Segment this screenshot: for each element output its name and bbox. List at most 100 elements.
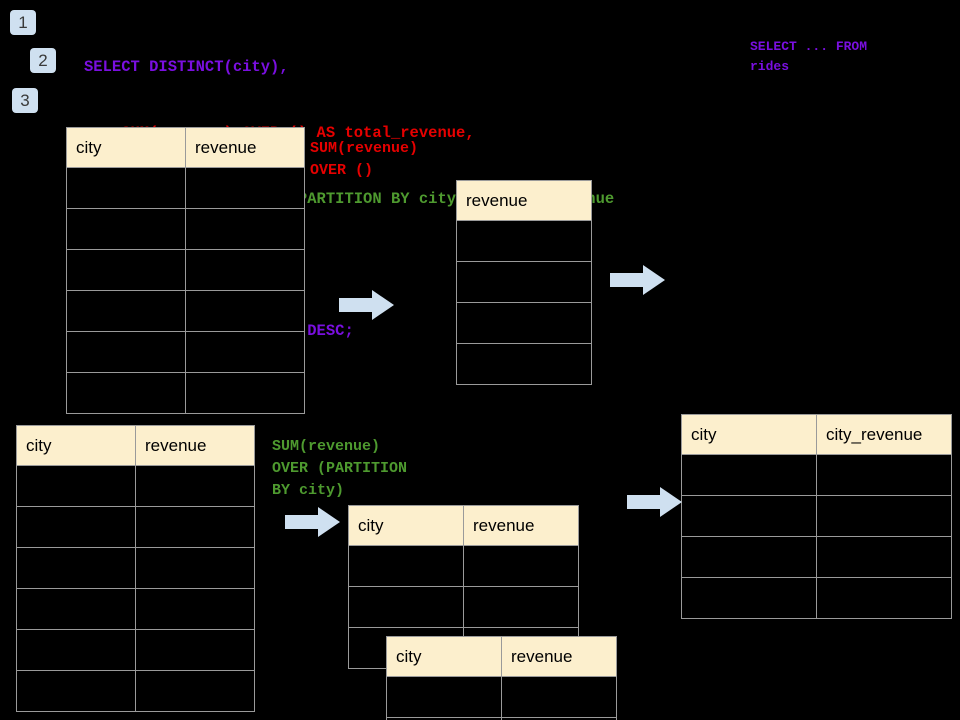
table-header-row: city revenue [386, 636, 617, 677]
table-cell [816, 536, 952, 578]
table-row [66, 331, 305, 373]
arrow-source-to-partition [285, 507, 340, 537]
column-header-city: city [386, 636, 502, 677]
table-row [348, 586, 579, 628]
column-header-revenue: revenue [135, 425, 255, 466]
table-cell [456, 261, 592, 303]
column-header-revenue: revenue [185, 127, 305, 168]
table-cell [185, 331, 305, 373]
annotation-over-empty: SUM(revenue) OVER () [310, 140, 419, 179]
table-row [456, 261, 592, 303]
table-cell [463, 545, 579, 587]
column-header-city-revenue: city_revenue [816, 414, 952, 455]
step-badge-1: 1 [10, 10, 36, 35]
arrow-source-to-total [339, 290, 394, 320]
table-row [66, 167, 305, 209]
table-row [681, 454, 952, 496]
table-cell [66, 208, 186, 250]
table-row [386, 676, 617, 718]
table-body [16, 465, 255, 712]
table-cell [348, 545, 464, 587]
arrow-total-to-result [610, 265, 665, 295]
arrow-partition-to-result [627, 487, 682, 517]
table-header-row: city city_revenue [681, 414, 952, 455]
side-note-select-from-rides: SELECT ... FROM rides [750, 39, 868, 74]
table-cell [16, 588, 136, 630]
partition-group-a: city revenue [348, 505, 579, 669]
table-cell [16, 670, 136, 712]
table-row [66, 249, 305, 291]
table-body [681, 454, 952, 619]
table-cell [135, 670, 255, 712]
table-cell [456, 343, 592, 385]
table-cell [456, 220, 592, 262]
table-header-row: city revenue [348, 505, 579, 546]
table-cell [681, 495, 817, 537]
table-row [16, 547, 255, 589]
step-badge-3: 3 [12, 88, 38, 113]
table-header-row: city revenue [16, 425, 255, 466]
column-header-city: city [16, 425, 136, 466]
column-header-revenue: revenue [501, 636, 617, 677]
table-body [66, 167, 305, 414]
table-row [66, 290, 305, 332]
column-header-city: city [681, 414, 817, 455]
table-cell [16, 629, 136, 671]
table-cell [185, 372, 305, 414]
table-cell [66, 372, 186, 414]
table-cell [501, 676, 617, 718]
table-cell [816, 495, 952, 537]
table-cell [16, 506, 136, 548]
table-row [16, 670, 255, 712]
table-header-row: revenue [456, 180, 592, 221]
table-cell [66, 331, 186, 373]
table-row [16, 506, 255, 548]
table-row [348, 545, 579, 587]
table-cell [135, 465, 255, 507]
total-revenue-table: revenue [456, 180, 592, 385]
table-cell [681, 577, 817, 619]
rides-source-table: city revenue [66, 127, 305, 414]
annotation-over-partition: SUM(revenue) OVER (PARTITION BY city) [272, 438, 408, 499]
table-cell [16, 547, 136, 589]
table-cell [185, 290, 305, 332]
table-cell [681, 536, 817, 578]
table-cell [185, 249, 305, 291]
sql-line-1: SELECT DISTINCT(city), [84, 58, 289, 76]
table-row [456, 302, 592, 344]
table-row [456, 343, 592, 385]
table-cell [185, 167, 305, 209]
column-header-revenue: revenue [456, 180, 592, 221]
table-cell [66, 290, 186, 332]
table-row [16, 629, 255, 671]
table-cell [135, 547, 255, 589]
table-row [681, 577, 952, 619]
table-cell [135, 588, 255, 630]
table-body [456, 220, 592, 385]
partition-group-b: city revenue [386, 636, 617, 720]
table-cell [681, 454, 817, 496]
table-cell [135, 506, 255, 548]
table-cell [463, 586, 579, 628]
table-cell [348, 586, 464, 628]
table-cell [816, 454, 952, 496]
table-body [386, 676, 617, 720]
table-cell [456, 302, 592, 344]
table-row [16, 588, 255, 630]
table-row [386, 717, 617, 720]
table-cell [66, 167, 186, 209]
table-cell [501, 717, 617, 720]
table-row [456, 220, 592, 262]
table-cell [185, 208, 305, 250]
table-row [681, 536, 952, 578]
step-badge-2: 2 [30, 48, 56, 73]
column-header-city: city [348, 505, 464, 546]
table-cell [16, 465, 136, 507]
column-header-city: city [66, 127, 186, 168]
table-row [66, 208, 305, 250]
table-cell [135, 629, 255, 671]
table-header-row: city revenue [66, 127, 305, 168]
table-row [16, 465, 255, 507]
column-header-revenue: revenue [463, 505, 579, 546]
